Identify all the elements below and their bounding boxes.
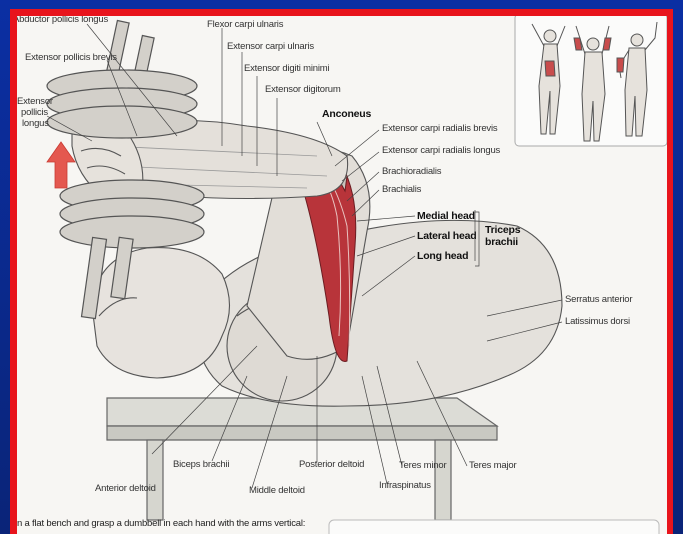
label-extensor-carpi-ulnaris: Extensor carpi ulnaris: [227, 41, 314, 52]
label-extensor-pollicis-longus-3: longus: [22, 118, 49, 129]
label-extensor-digiti-minimi: Extensor digiti minimi: [244, 63, 329, 74]
label-brachioradialis: Brachioradialis: [382, 166, 441, 177]
illustration-page: Abductor pollicis longus Extensor pollic…: [17, 16, 667, 534]
label-triceps: Triceps: [485, 224, 520, 236]
label-latissimus-dorsi: Latissimus dorsi: [565, 316, 630, 327]
anatomy-illustration: [17, 16, 667, 534]
label-brachii: brachii: [485, 236, 518, 248]
label-extensor-carpi-radialis-brevis: Extensor carpi radialis brevis: [382, 123, 497, 134]
caption-text: n a flat bench and grasp a dumbbell in e…: [17, 518, 305, 529]
label-biceps-brachii: Biceps brachii: [173, 459, 229, 470]
label-teres-major: Teres major: [469, 460, 516, 471]
caption-box: [329, 520, 659, 534]
label-extensor-pollicis-brevis: Extensor pollicis brevis: [25, 52, 117, 63]
label-long-head: Long head: [417, 250, 468, 262]
label-infraspinatus: Infraspinatus: [379, 480, 431, 491]
label-lateral-head: Lateral head: [417, 230, 476, 242]
label-medial-head: Medial head: [417, 210, 475, 222]
label-brachialis: Brachialis: [382, 184, 421, 195]
label-anconeus: Anconeus: [322, 108, 371, 120]
label-extensor-digitorum: Extensor digitorum: [265, 84, 341, 95]
label-serratus-anterior: Serratus anterior: [565, 294, 632, 305]
label-teres-minor: Teres minor: [399, 460, 446, 471]
label-flexor-carpi-ulnaris: Flexor carpi ulnaris: [207, 19, 283, 30]
label-posterior-deltoid: Posterior deltoid: [299, 459, 364, 470]
label-middle-deltoid: Middle deltoid: [249, 485, 305, 496]
head: [92, 248, 230, 378]
label-extensor-pollicis-longus-1: Extensor: [17, 96, 53, 107]
lift-arrow: [47, 142, 75, 188]
label-anterior-deltoid: Anterior deltoid: [95, 483, 156, 494]
label-extensor-carpi-radialis-longus: Extensor carpi radialis longus: [382, 145, 500, 156]
label-abductor-pollicis-longus: Abductor pollicis longus: [17, 16, 108, 25]
label-extensor-pollicis-longus-2: pollicis: [21, 107, 48, 118]
